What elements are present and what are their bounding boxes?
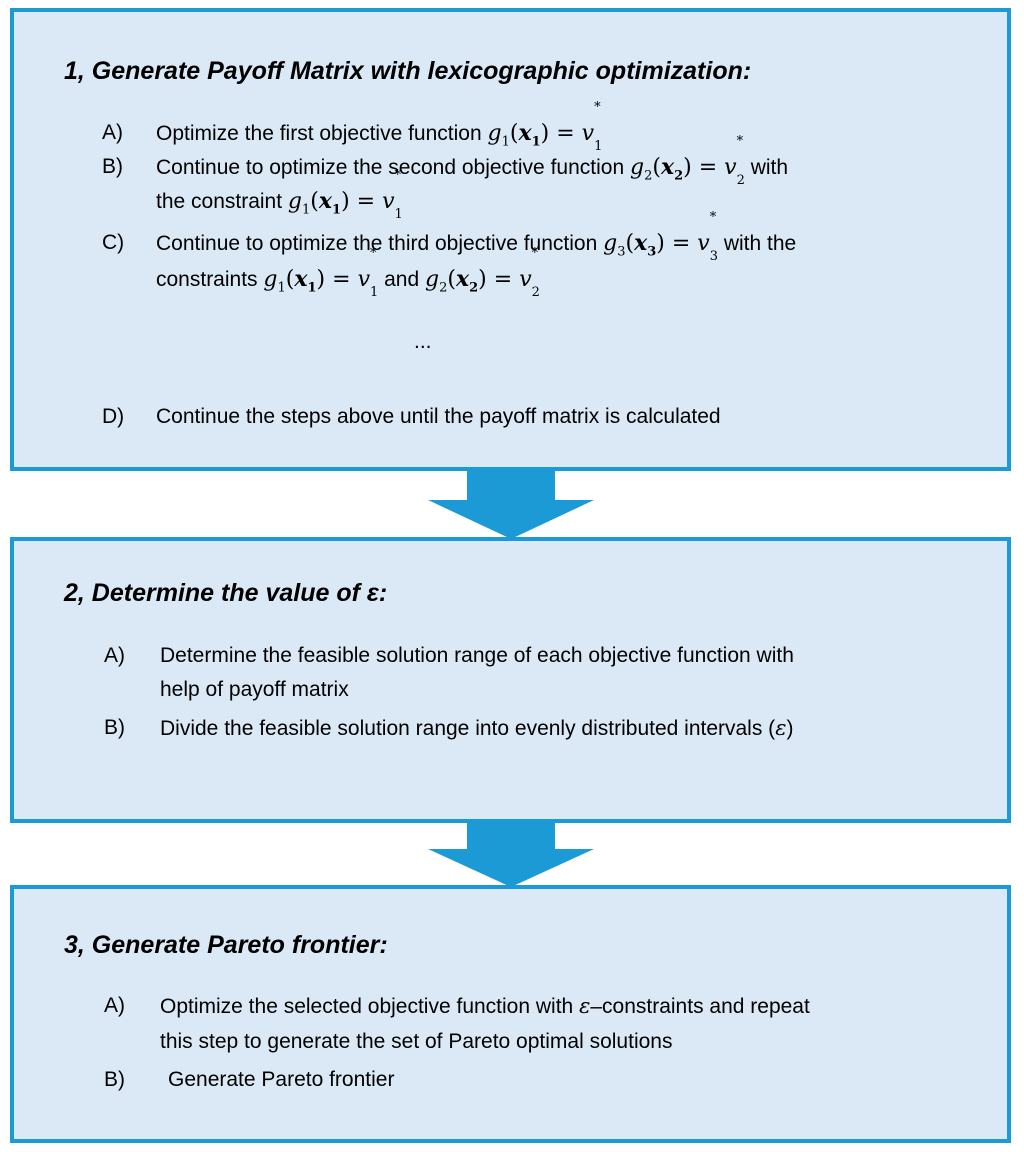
equation-g2-v2: g2(x2) = v*2 xyxy=(629,134,745,189)
equation-g3-v3: g3(x3) = v*3 xyxy=(603,210,718,265)
down-arrow-1 xyxy=(428,469,594,539)
ellipsis: ... xyxy=(414,330,432,353)
step-2-title: 2, Determine the value of ε: xyxy=(64,579,388,607)
item-label: B) xyxy=(104,1068,125,1091)
item-text: Continue to optimize the second objectiv… xyxy=(156,156,625,179)
item-text: Continue to optimize the third objective… xyxy=(156,232,598,255)
item-text: the constraint xyxy=(156,190,283,213)
equation-g2-v2: g2(x2) = v*2 xyxy=(425,246,540,301)
item-text: Determine the feasible solution range of… xyxy=(160,644,794,667)
step-3-box: 3, Generate Pareto frontier: A) Optimize… xyxy=(10,885,1011,1143)
item-label: A) xyxy=(104,644,125,667)
item-label: D) xyxy=(102,405,125,428)
down-arrow-2 xyxy=(428,821,594,887)
arrow-shape xyxy=(428,821,594,887)
item-text: ) xyxy=(786,717,794,740)
item-text: Continue the steps above until the payof… xyxy=(156,405,721,428)
item-text: and xyxy=(384,268,420,291)
item-label: A) xyxy=(104,994,125,1017)
item-text: help of payoff matrix xyxy=(160,678,349,701)
item-label: C) xyxy=(102,231,125,254)
arrow-shape xyxy=(428,469,594,539)
step-2-box: 2, Determine the value of ε: A) Determin… xyxy=(10,537,1011,823)
item-label: B) xyxy=(104,716,125,739)
equation-g1-v1: g1(x1) = v*1 xyxy=(263,246,379,301)
item-text: constraints xyxy=(156,268,258,291)
epsilon-symbol: ε xyxy=(579,994,591,1018)
step-1-box: 1, Generate Payoff Matrix with lexicogra… xyxy=(10,8,1011,471)
item-text: with xyxy=(750,156,789,179)
item-text: Optimize the selected objective function… xyxy=(160,995,574,1018)
item-text: with the xyxy=(723,232,797,255)
equation-g1-v1: g1(x1) = v*1 xyxy=(287,168,403,223)
equation-g1-v1: g1(x1) = v*1 xyxy=(487,100,603,155)
item-text: this step to generate the set of Pareto … xyxy=(160,1030,673,1053)
step-3-title: 3, Generate Pareto frontier: xyxy=(64,931,388,959)
item-label: A) xyxy=(102,121,123,144)
item-text: Optimize the first objective function xyxy=(156,122,482,145)
epsilon-symbol: ε xyxy=(775,716,787,740)
item-text: Generate Pareto frontier xyxy=(168,1068,395,1091)
item-text: –constraints and repeat xyxy=(590,995,810,1018)
step-1-title: 1, Generate Payoff Matrix with lexicogra… xyxy=(64,57,752,85)
item-label: B) xyxy=(102,155,123,178)
item-text: Divide the feasible solution range into … xyxy=(160,717,776,740)
